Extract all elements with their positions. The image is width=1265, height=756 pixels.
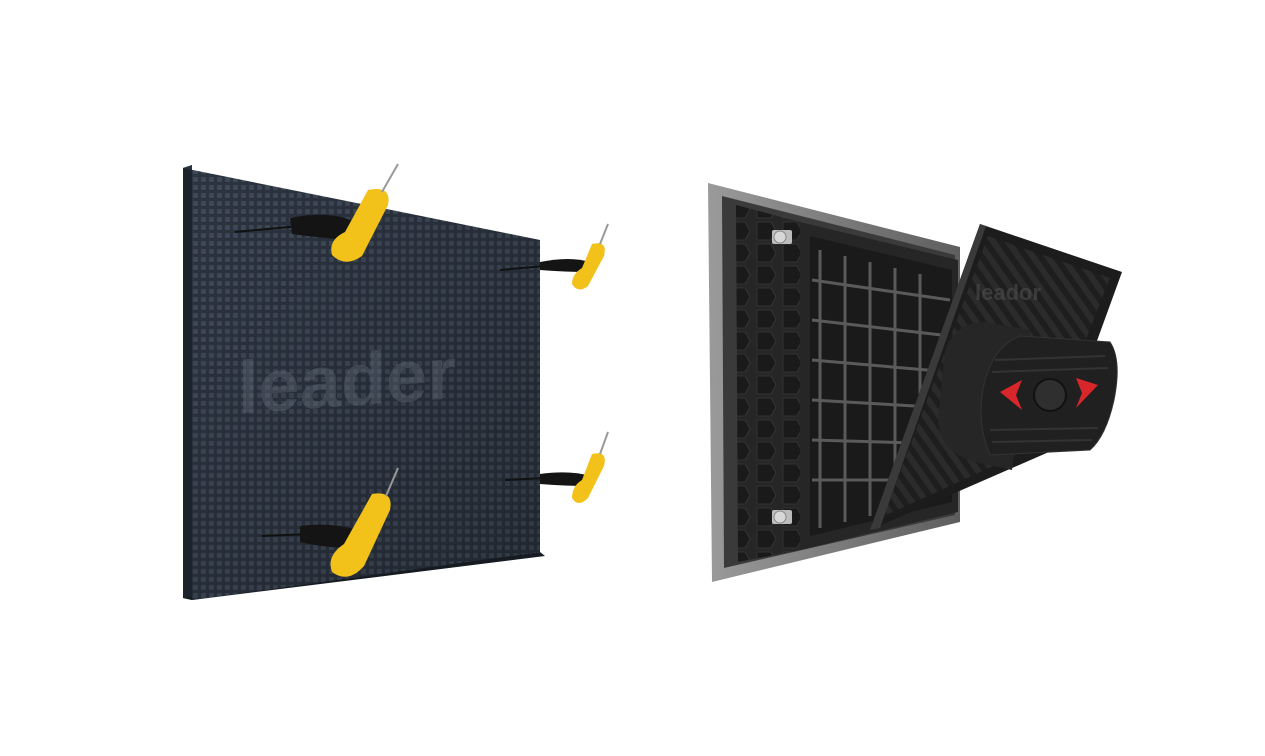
red-accent-left-icon <box>1000 380 1022 410</box>
magnet-tool-bottom[interactable] <box>261 467 399 577</box>
led-cabinet-side <box>183 165 192 600</box>
magnet-tool-top[interactable] <box>234 163 399 262</box>
watermark-text: leader <box>238 331 456 429</box>
rear-module: leador <box>870 224 1122 530</box>
red-accent-right-icon <box>1076 378 1098 408</box>
latch-top[interactable] <box>772 230 792 244</box>
magnet-tool-lower-right[interactable] <box>504 431 609 503</box>
hex-panel <box>736 205 800 562</box>
magnet-tool-icon <box>572 453 605 503</box>
magnet-tool-icon <box>572 243 605 290</box>
knob-icon <box>1033 378 1067 412</box>
watermark-text-back: leador <box>975 280 1041 305</box>
power-box <box>938 322 1118 470</box>
latch-bottom[interactable] <box>772 510 792 524</box>
led-cabinet-front: leader <box>183 165 545 600</box>
magnet-tool-upper-right[interactable] <box>499 223 609 290</box>
magnet-tool-icon <box>331 189 389 262</box>
cabinet-back <box>708 183 960 582</box>
magnet-tool-icon <box>330 493 391 577</box>
